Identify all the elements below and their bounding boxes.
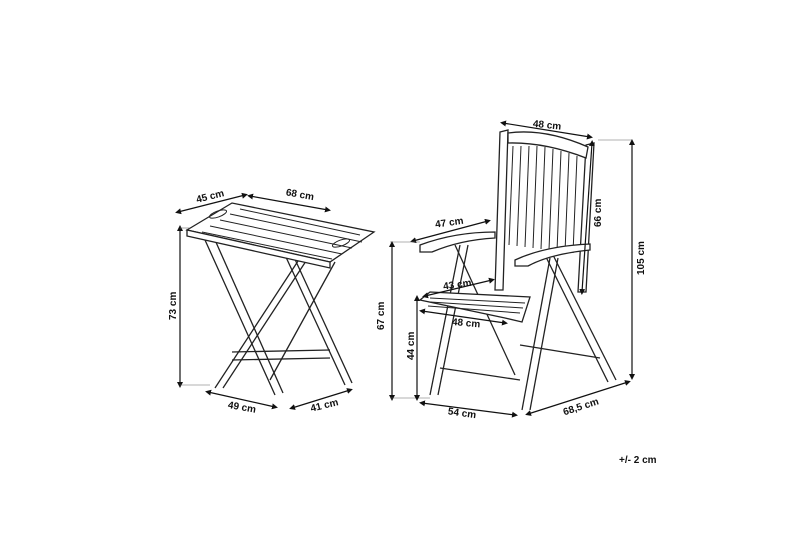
folding-table-drawing xyxy=(185,202,376,396)
chair-base-depth-label: 68,5 cm xyxy=(562,396,600,418)
chair-back-height-label: 66 cm xyxy=(593,199,604,227)
table-base-front-label: 49 cm xyxy=(227,400,257,416)
table-base-side-label: 41 cm xyxy=(309,397,339,415)
table-height-label: 73 cm xyxy=(168,292,179,320)
chair-seat-height-label: 44 cm xyxy=(406,332,417,360)
table-dimension-lines xyxy=(175,192,353,410)
tolerance-note: +/- 2 cm xyxy=(619,455,657,466)
chair-armrest-length-label: 47 cm xyxy=(435,216,465,231)
table-depth-label: 45 cm xyxy=(195,188,225,206)
chair-back-width-label: 48 cm xyxy=(532,119,561,133)
chair-armrest-height-label: 67 cm xyxy=(376,302,387,330)
reclining-chair-drawing xyxy=(418,129,617,411)
chair-total-height-label: 105 cm xyxy=(636,241,647,275)
chair-dimension-lines xyxy=(389,120,635,418)
chair-seat-width-label: 48 cm xyxy=(451,317,480,330)
chair-base-width-label: 54 cm xyxy=(447,406,477,421)
table-width-label: 68 cm xyxy=(285,187,315,203)
chair-seat-depth-label: 43 cm xyxy=(443,278,473,293)
